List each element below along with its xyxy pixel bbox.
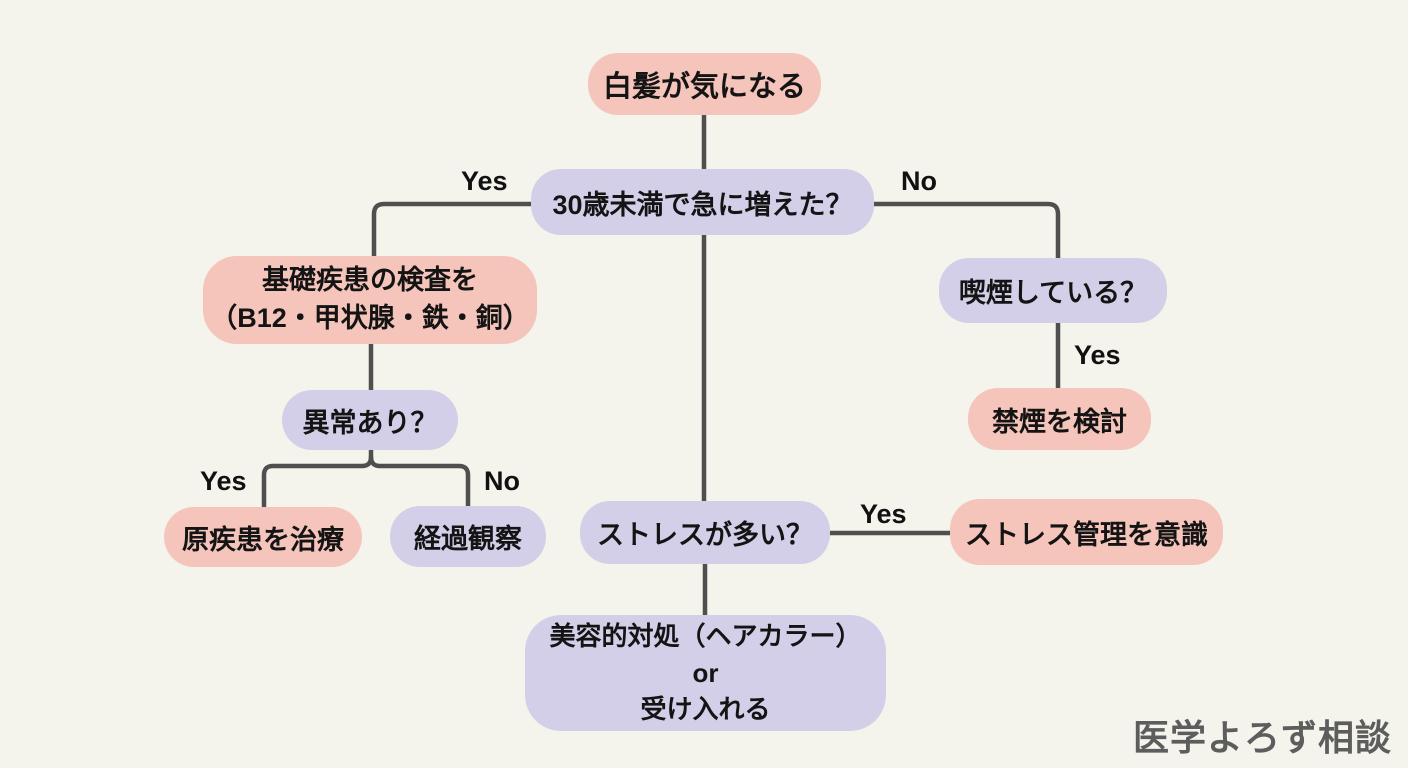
- edge-age-yes-to-tests: [371, 201, 536, 261]
- node-stress-management: ストレス管理を意識: [950, 499, 1223, 565]
- node-treat: 原疾患を治療: [164, 507, 362, 567]
- node-tests-line2: （B12・甲状腺・鉄・銅）: [210, 303, 530, 333]
- edge-label-age-no: No: [901, 166, 937, 196]
- node-cosmetic-line1: 美容的対処（ヘアカラー）: [549, 620, 862, 651]
- node-smoke-question-label: 喫煙している？: [958, 278, 1148, 308]
- node-quit-smoking-label: 禁煙を検討: [992, 406, 1127, 437]
- node-cosmetic-line3: 受け入れる: [640, 694, 771, 725]
- node-stress-management-label: ストレス管理を意識: [965, 519, 1208, 550]
- node-abnormal-question-label: 異常あり？: [302, 407, 438, 438]
- node-age-question: 30歳未満で急に増えた？: [531, 169, 874, 235]
- edge-label-abnormal-no: No: [484, 466, 520, 496]
- edge-age-no-to-smoke: [869, 201, 1061, 263]
- edge-label-stress-yes: Yes: [860, 499, 907, 529]
- edge-label-smoke-yes: Yes: [1074, 340, 1121, 370]
- edge-abnormal-no-to-observe: [368, 454, 471, 511]
- node-tests: 基礎疾患の検査を （B12・甲状腺・鉄・銅）: [203, 256, 537, 344]
- node-observe: 経過観察: [390, 506, 546, 567]
- edge-abnormal-yes-to-treat: [261, 445, 374, 512]
- node-tests-line1: 基礎疾患の検査を: [262, 265, 478, 296]
- node-start: 白髪が気になる: [588, 53, 821, 115]
- node-stress-question: ストレスが多い？: [580, 501, 830, 564]
- node-age-question-label: 30歳未満で急に増えた？: [552, 189, 853, 220]
- node-cosmetic: 美容的対処（ヘアカラー） or 受け入れる: [525, 615, 886, 731]
- node-start-label: 白髪が気になる: [602, 71, 806, 103]
- node-stress-question-label: ストレスが多い？: [597, 520, 813, 550]
- node-smoke-question: 喫煙している？: [939, 258, 1167, 323]
- node-cosmetic-line2: or: [692, 657, 719, 688]
- node-quit-smoking: 禁煙を検討: [968, 388, 1151, 450]
- node-treat-label: 原疾患を治療: [182, 524, 344, 555]
- node-abnormal-question: 異常あり？: [282, 390, 458, 450]
- node-observe-label: 経過観察: [414, 524, 522, 554]
- watermark-text: 医学よろず相談: [1133, 718, 1393, 758]
- edge-label-abnormal-yes: Yes: [200, 466, 247, 496]
- edge-label-age-yes: Yes: [461, 166, 508, 196]
